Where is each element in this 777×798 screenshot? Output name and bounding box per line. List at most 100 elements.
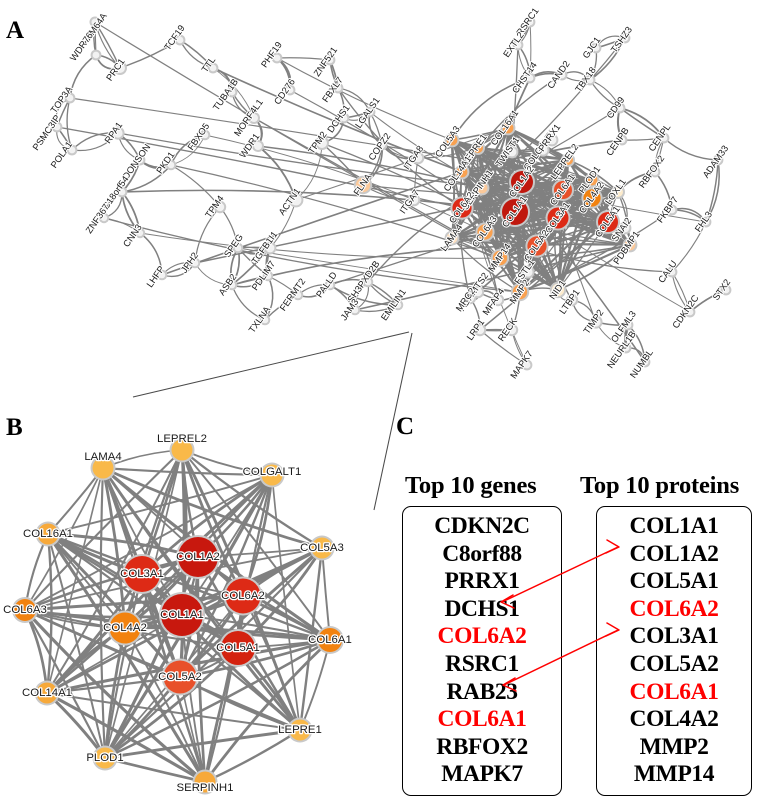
network-node[interactable] [502,122,514,134]
network-node[interactable] [563,155,573,165]
network-node[interactable] [317,138,327,148]
network-node[interactable] [340,114,348,122]
network-node[interactable] [225,578,261,614]
network-node[interactable] [36,682,58,704]
network-node[interactable] [92,51,100,59]
network-node[interactable] [473,287,483,297]
network-node[interactable] [598,212,618,232]
network-node[interactable] [265,243,275,253]
network-node[interactable] [660,134,668,142]
network-node[interactable] [94,747,116,769]
network-node[interactable] [228,88,236,96]
network-node[interactable] [178,537,218,577]
network-node[interactable] [668,206,676,214]
network-node[interactable] [526,18,534,26]
network-node[interactable] [167,161,175,169]
network-node[interactable] [124,556,160,592]
network-node[interactable] [502,199,528,225]
network-node[interactable] [567,295,577,305]
network-node[interactable] [558,71,566,79]
network-node[interactable] [475,325,485,335]
network-node[interactable] [616,104,624,112]
network-node[interactable] [136,156,144,164]
network-node[interactable] [355,177,371,193]
network-node[interactable] [547,135,557,145]
network-node[interactable] [477,224,493,240]
network-node[interactable] [53,123,61,131]
network-node[interactable] [326,56,334,64]
network-node[interactable] [714,156,722,164]
network-node[interactable] [113,128,123,138]
network-node[interactable] [290,194,302,206]
network-node[interactable] [586,76,594,84]
network-node[interactable] [591,317,601,327]
network-node[interactable] [507,325,517,335]
network-node[interactable] [686,308,694,316]
network-node[interactable] [507,147,517,157]
network-node[interactable] [583,189,601,207]
network-node[interactable] [118,188,126,196]
network-node[interactable] [554,181,572,199]
network-node[interactable] [551,283,565,297]
network-node[interactable] [364,278,372,286]
network-node[interactable] [446,134,458,146]
network-node[interactable] [492,250,508,266]
network-node[interactable] [68,146,76,154]
network-node[interactable] [14,599,36,621]
network-node[interactable] [523,361,531,369]
network-node[interactable] [465,293,475,303]
network-node[interactable] [378,141,386,149]
network-node[interactable] [289,719,311,741]
network-node[interactable] [100,214,108,222]
network-node[interactable] [171,439,193,461]
network-node[interactable] [514,41,522,49]
network-node[interactable] [624,321,632,329]
network-node[interactable] [318,628,342,652]
network-node[interactable] [722,286,730,294]
network-node[interactable] [493,295,503,305]
network-node[interactable] [523,267,533,277]
network-node[interactable] [702,218,710,226]
network-node[interactable] [163,660,197,694]
network-node[interactable] [261,464,283,486]
network-node[interactable] [191,259,199,267]
network-node[interactable] [194,771,216,793]
network-node[interactable] [446,232,458,244]
network-node[interactable] [161,594,203,636]
network-node[interactable] [366,108,374,116]
network-node[interactable] [547,207,569,229]
network-node[interactable] [624,239,636,251]
network-node[interactable] [201,131,209,139]
network-node[interactable] [351,306,359,314]
network-node[interactable] [618,136,626,144]
network-node[interactable] [158,271,166,279]
network-node[interactable] [294,291,302,299]
network-node[interactable] [221,631,255,665]
network-node[interactable] [311,537,333,559]
network-node[interactable] [250,114,258,122]
network-node[interactable] [651,168,659,176]
network-node[interactable] [264,272,272,280]
network-node[interactable] [261,316,269,324]
network-node[interactable] [115,63,125,73]
network-node[interactable] [254,142,262,150]
network-node[interactable] [286,86,294,94]
network-node[interactable] [527,236,547,256]
network-node[interactable] [622,344,630,352]
network-node[interactable] [586,174,598,186]
network-node[interactable] [136,229,144,237]
network-node[interactable] [476,182,488,194]
network-node[interactable] [92,457,114,479]
network-node[interactable] [215,202,225,212]
network-node[interactable] [512,284,528,300]
network-node[interactable] [456,166,468,178]
network-node[interactable] [641,358,649,366]
network-node[interactable] [511,171,533,193]
network-node[interactable] [37,523,59,545]
network-node[interactable] [109,612,141,644]
network-node[interactable] [234,244,242,252]
network-node[interactable] [66,94,74,102]
network-node[interactable] [613,187,623,197]
network-node[interactable] [334,84,342,92]
network-node[interactable] [409,195,419,205]
